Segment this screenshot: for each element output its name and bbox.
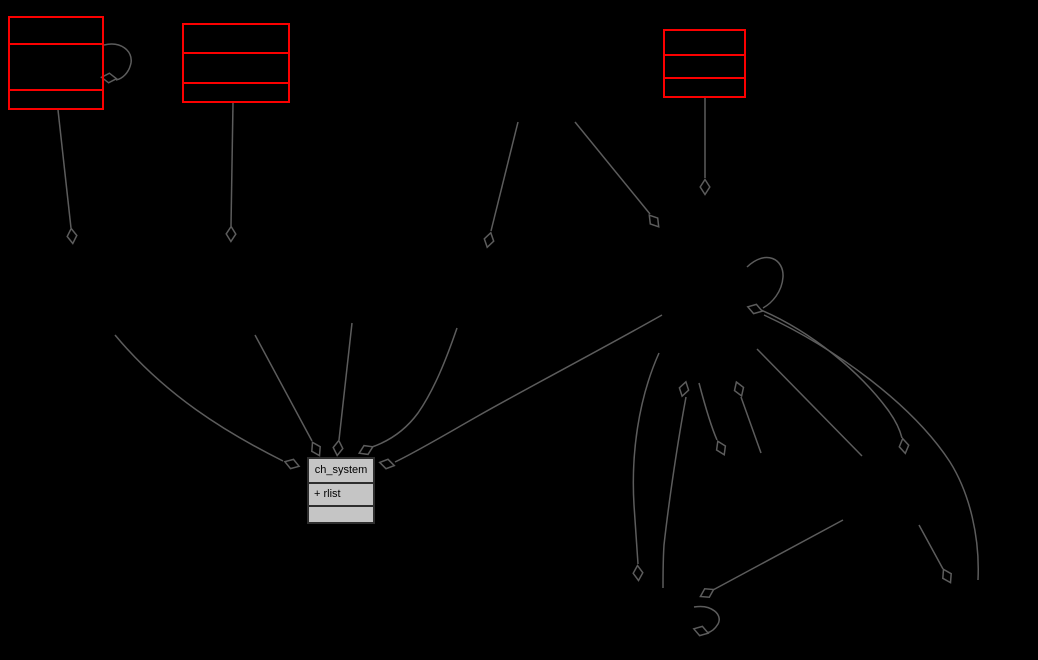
truncated-class-node-3[interactable] <box>663 29 746 98</box>
aggregation-edge-19 <box>712 519 844 591</box>
diamond-icon <box>225 225 237 243</box>
diamond-icon <box>311 441 321 457</box>
diamond-icon <box>378 458 396 470</box>
diamond-icon <box>942 568 952 584</box>
class-attribute-rlist: + rlist <box>309 482 373 505</box>
diamond-icon <box>699 588 715 598</box>
truncated-class-node-2[interactable] <box>182 23 290 103</box>
self-loop-edge-bottom <box>693 605 720 634</box>
diamond-icon <box>746 303 764 315</box>
class-operations-row <box>665 77 744 96</box>
class-operations-row <box>10 89 102 108</box>
diamond-icon <box>733 380 745 398</box>
diamond-icon <box>100 72 118 84</box>
aggregation-edge-15 <box>756 348 863 457</box>
diamond-icon <box>357 444 375 456</box>
class-title-row <box>184 25 288 52</box>
class-title-row <box>10 18 102 43</box>
class-operations-row <box>184 82 288 101</box>
aggregation-edge-18 <box>918 524 944 570</box>
aggregation-edge-12 <box>662 396 687 589</box>
aggregation-edge-1 <box>57 109 72 229</box>
truncated-class-node-1[interactable] <box>8 16 104 110</box>
aggregation-edge-13 <box>698 382 718 441</box>
class-attributes-row <box>10 43 102 89</box>
aggregation-edge-14 <box>740 396 762 454</box>
aggregation-edge-9 <box>371 327 458 448</box>
aggregation-edge-5 <box>574 121 651 215</box>
aggregation-edge-11 <box>632 352 660 565</box>
diamond-icon <box>332 439 344 457</box>
diamond-icon <box>648 214 660 228</box>
diamond-icon <box>678 380 690 398</box>
self-loop-edge-redbox1 <box>103 43 132 81</box>
class-node-ch-system[interactable]: ch_system + rlist <box>307 457 375 524</box>
class-title-row <box>665 31 744 54</box>
diamond-icon <box>283 458 301 470</box>
diamond-icon <box>898 437 910 455</box>
diamond-icon <box>699 178 711 196</box>
aggregation-edge-8 <box>338 322 353 441</box>
diamond-icon <box>66 227 78 245</box>
diamond-icon <box>483 231 495 249</box>
self-loop-edge-hub <box>746 256 784 309</box>
aggregation-edge-10 <box>394 314 663 463</box>
diamond-icon <box>692 625 710 637</box>
aggregation-edge-2 <box>230 102 234 227</box>
aggregation-edge-7 <box>254 334 313 442</box>
class-attributes-row <box>184 52 288 82</box>
aggregation-edge-17 <box>763 314 980 581</box>
aggregation-edge-16 <box>760 309 903 439</box>
class-operations-empty <box>309 505 373 522</box>
class-title: ch_system <box>314 464 368 476</box>
aggregation-edge-6 <box>114 334 284 462</box>
aggregation-edge-4 <box>490 121 519 232</box>
diamond-icon <box>715 439 727 457</box>
diamond-icon <box>632 564 644 582</box>
class-attributes-row <box>665 54 744 77</box>
